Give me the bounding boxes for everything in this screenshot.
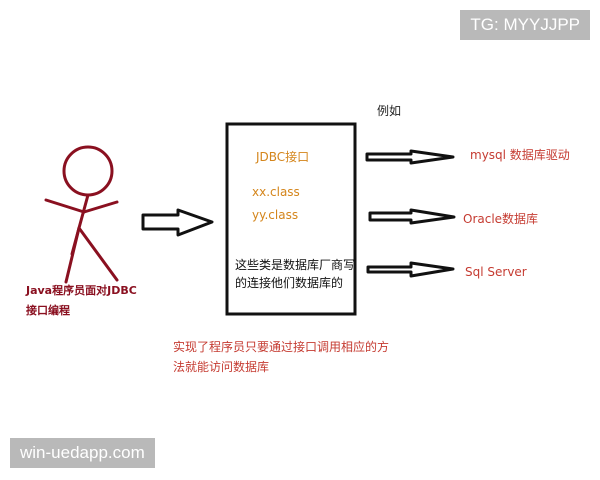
summary-note: 实现了程序员只要通过接口调用相应的方法就能访问数据库: [173, 340, 390, 374]
watermark-bottom: win-uedapp.com: [10, 438, 155, 468]
target-sql-server: Sql Server: [465, 265, 527, 279]
target-arrow-2: [368, 208, 456, 225]
stick-figure-right-leg: [77, 226, 119, 282]
main-arrow-shape: [141, 208, 214, 237]
example-label: 例如: [377, 104, 402, 118]
stick-figure-right-arm: [82, 200, 119, 214]
jdbc-class-2: yy.class: [252, 208, 299, 222]
jdbc-box-note: 这些类是数据库厂商写的连接他们数据库的: [235, 258, 356, 290]
jdbc-interface-box: [225, 122, 357, 316]
jdbc-class-1: xx.class: [252, 185, 300, 199]
watermark-top: TG: MYYJJPP: [460, 10, 590, 40]
stick-figure: [44, 145, 119, 284]
stick-figure-left-arm: [44, 198, 86, 214]
target-arrows: [365, 149, 456, 278]
jdbc-box-title: JDBC接口: [256, 150, 310, 164]
target-arrow-3: [366, 261, 455, 278]
target-mysql: mysql 数据库驱动: [470, 148, 570, 162]
stick-figure-left-leg: [64, 226, 81, 284]
java-programmer-caption: Java程序员面对JDBC接口编程: [26, 284, 137, 317]
main-arrow: [141, 208, 214, 237]
target-oracle: Oracle数据库: [463, 212, 539, 226]
stick-figure-head: [62, 145, 114, 197]
target-arrow-1: [365, 149, 455, 165]
